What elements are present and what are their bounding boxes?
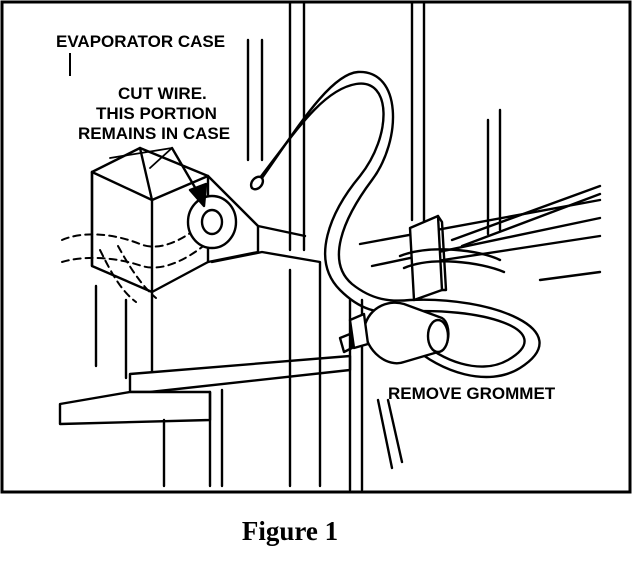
evaporator-case xyxy=(90,146,307,422)
grommet xyxy=(338,301,450,365)
wire-clip-tab xyxy=(408,214,448,302)
dashed-wire-portion xyxy=(61,225,207,303)
figure-border xyxy=(0,0,632,494)
right-frame-rails xyxy=(358,108,602,282)
mounting-bracket xyxy=(58,354,352,488)
cut-wire-arrow xyxy=(170,146,208,208)
label-evaporator-case: EVAPORATOR CASE xyxy=(56,32,225,51)
label-cut-wire-line3: REMAINS IN CASE xyxy=(78,124,230,143)
background-column xyxy=(246,0,426,252)
cut-point-circle xyxy=(186,194,238,250)
wire-harness xyxy=(249,70,541,379)
label-cut-wire-line1: CUT WIRE. xyxy=(118,84,207,103)
label-cut-wire-line2: THIS PORTION xyxy=(96,104,217,123)
label-remove-grommet: REMOVE GROMMET xyxy=(388,384,556,403)
figure-caption: Figure 1 xyxy=(241,516,339,546)
case-leader-lines xyxy=(109,147,173,169)
